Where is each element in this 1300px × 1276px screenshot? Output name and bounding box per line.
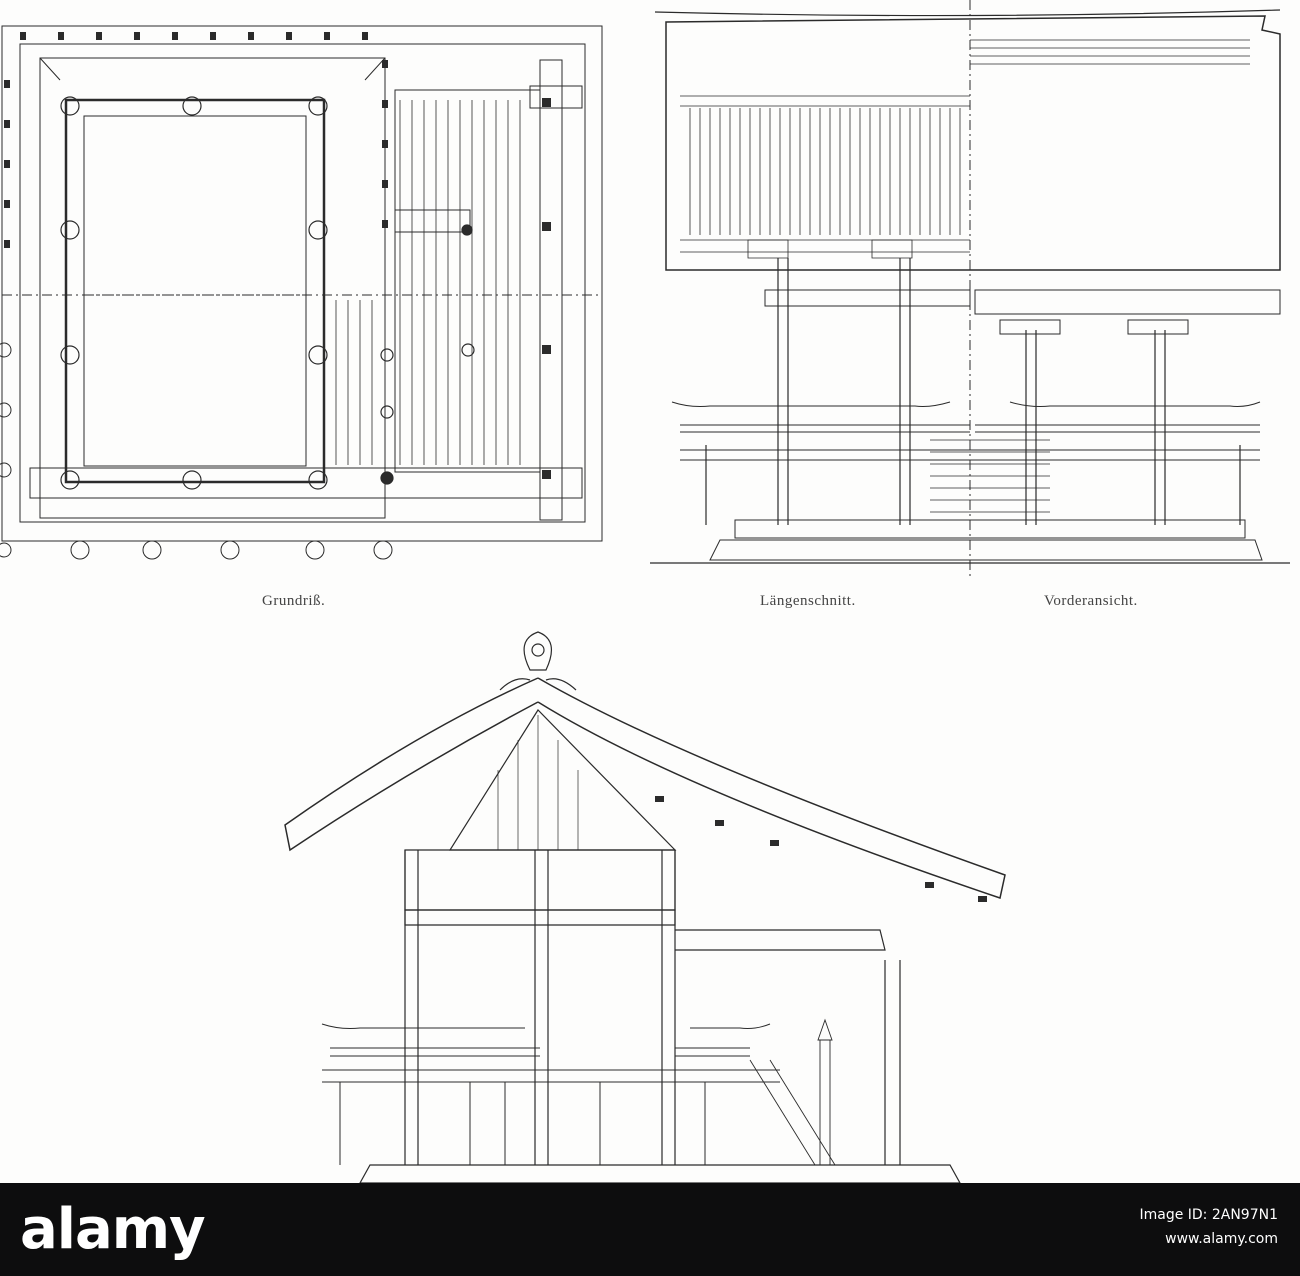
front-caption: Vorderansicht. (1044, 593, 1138, 609)
drawing-plate: Grundriß. (0, 0, 1290, 1183)
alamy-logo: alamy (20, 1197, 206, 1262)
section-front-drawing (650, 0, 1290, 580)
image-id: Image ID: 2AN97N1 (1139, 1207, 1278, 1223)
plan-posts (61, 97, 474, 489)
section-caption: Längenschnitt. (760, 593, 856, 609)
side-railing (322, 1024, 780, 1082)
front-roof-boards (970, 40, 1250, 64)
ridge-ornament-icon (500, 632, 576, 690)
site-url: www.alamy.com (1165, 1231, 1278, 1247)
side-legs (340, 1082, 705, 1165)
front-steps (930, 440, 1050, 512)
eave-dentils (680, 240, 970, 258)
elevation-railings (672, 402, 1260, 460)
plan-caption: Grundriß. (262, 593, 326, 609)
plan-foundation-stones (0, 343, 392, 559)
floor-plan-drawing (0, 0, 620, 570)
stock-info: Image ID: 2AN97N1 www.alamy.com (1139, 1203, 1278, 1251)
side-elevation-drawing (260, 620, 1030, 1183)
section-bracket-row (680, 96, 970, 235)
elevation-posts (706, 258, 1240, 525)
rafter-ends-top (4, 32, 388, 248)
veranda-floorboards (336, 100, 520, 465)
side-stair (750, 1020, 835, 1165)
side-rafter-ends (655, 796, 987, 902)
stock-watermark-bar: alamy Image ID: 2AN97N1 www.alamy.com (0, 1183, 1300, 1276)
plan-square-posts (542, 98, 551, 479)
gable-boards (498, 715, 578, 850)
